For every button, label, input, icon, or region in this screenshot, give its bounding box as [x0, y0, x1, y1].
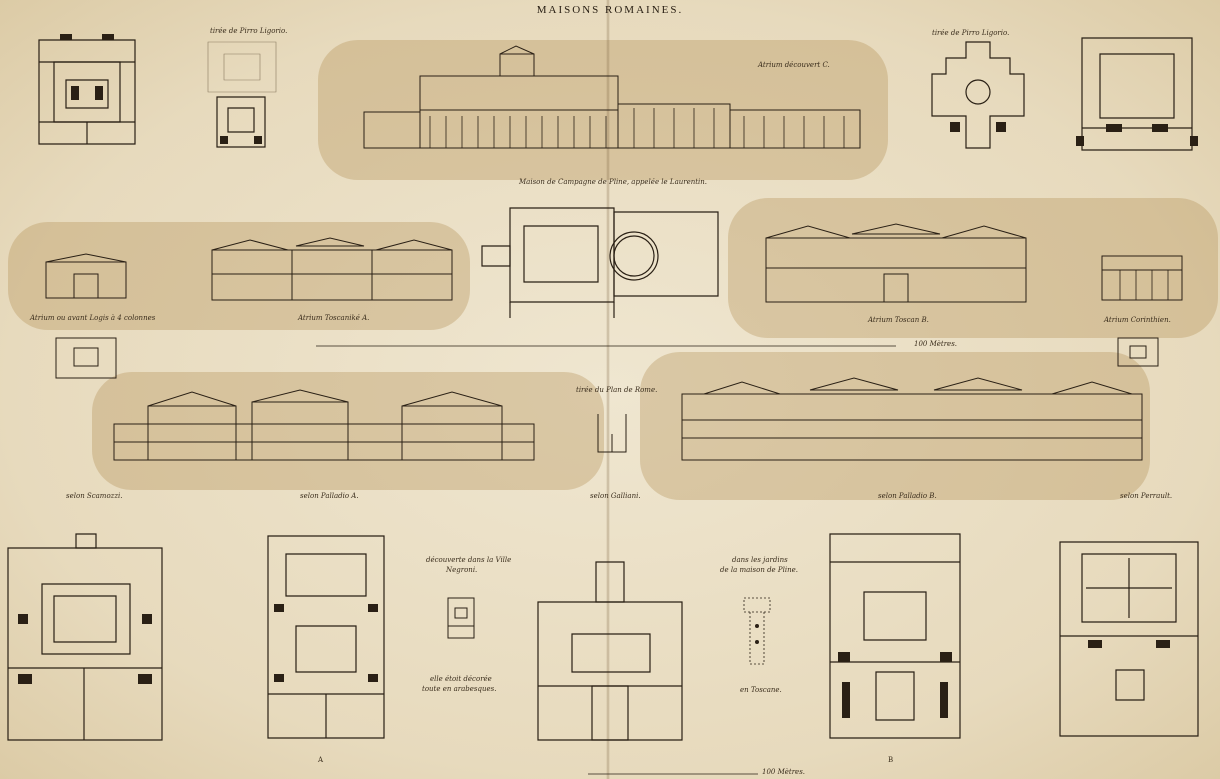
caption-toscane: en Toscane.	[740, 686, 782, 694]
caption-ligorio-left: tirée de Pirro Ligorio.	[210, 27, 288, 35]
caption-selon-scamozzi: selon Scamozzi.	[66, 492, 123, 500]
section-palladio-a	[112, 386, 536, 462]
plate-title: MAISONS ROMAINES.	[536, 4, 684, 16]
caption-jardins-line1: dans les jardins	[732, 556, 788, 564]
section-palladio-b	[680, 376, 1144, 462]
plan-laurentin-central	[482, 194, 718, 320]
plan-rome-fragment	[594, 414, 630, 454]
label-a: A	[318, 756, 324, 764]
caption-decoree-line2: toute en arabesques.	[422, 685, 497, 693]
caption-ligorio-right: tirée de Pirro Ligorio.	[932, 29, 1010, 37]
plan-top-right	[1076, 36, 1198, 152]
stain-left-elevations	[8, 222, 470, 330]
elevation-avant-logis	[44, 252, 128, 300]
caption-selon-palladio-a: selon Palladio A.	[300, 492, 359, 500]
scale-bar-top	[316, 344, 896, 348]
caption-atrium-corinthien: Atrium Corinthien.	[1104, 316, 1171, 324]
plan-palladio-b	[828, 532, 962, 740]
stain-right-sections	[640, 352, 1150, 500]
plan-galliani	[536, 560, 684, 742]
elevation-laurentin	[364, 44, 860, 152]
plan-cruciform	[930, 40, 1026, 150]
label-b: B	[888, 756, 894, 764]
caption-plan-rome: tirée du Plan de Rome.	[576, 386, 658, 394]
plan-scamozzi	[6, 534, 164, 742]
elevation-toscanike	[210, 236, 454, 302]
elevation-corinthien	[1100, 248, 1184, 302]
plan-top-left	[38, 34, 136, 150]
plan-negroni	[446, 596, 476, 640]
laurentin-columns	[430, 108, 844, 148]
caption-decouverte-line1: découverte dans la Ville	[426, 556, 512, 564]
caption-atrium-decouvert: Atrium découvert C.	[758, 61, 830, 69]
scale-bar-bottom	[588, 772, 758, 776]
caption-selon-palladio-b: selon Palladio B.	[878, 492, 937, 500]
page-fold	[606, 0, 610, 779]
caption-selon-galliani: selon Galliani.	[590, 492, 641, 500]
plan-small-right	[1116, 336, 1160, 368]
plan-small-square	[216, 96, 266, 148]
elevation-toscan-b	[764, 222, 1028, 304]
caption-decoree-line1: elle étoit décorée	[430, 675, 492, 683]
plan-jardins-pline	[742, 596, 772, 666]
plan-palladio-a	[266, 534, 386, 740]
caption-laurentin: Maison de Campagne de Pline, appelée le …	[519, 178, 708, 186]
caption-selon-perrault: selon Perrault.	[1120, 492, 1173, 500]
caption-decouverte-line2: Negroni.	[446, 566, 478, 574]
plan-small-left	[54, 336, 118, 380]
caption-atrium-toscan-b: Atrium Toscan B.	[868, 316, 929, 324]
caption-scale-top: 100 Mètres.	[914, 340, 958, 348]
plan-perrault	[1058, 540, 1200, 738]
plan-faint	[206, 40, 278, 94]
caption-scale-bottom: 100 Mètres.	[762, 768, 806, 776]
caption-atrium-toscanike-a: Atrium Toscaniké A.	[298, 314, 370, 322]
caption-atrium-avant-logis: Atrium ou avant Logis à 4 colonnes	[30, 314, 156, 322]
caption-jardins-line2: de la maison de Pline.	[720, 566, 798, 574]
